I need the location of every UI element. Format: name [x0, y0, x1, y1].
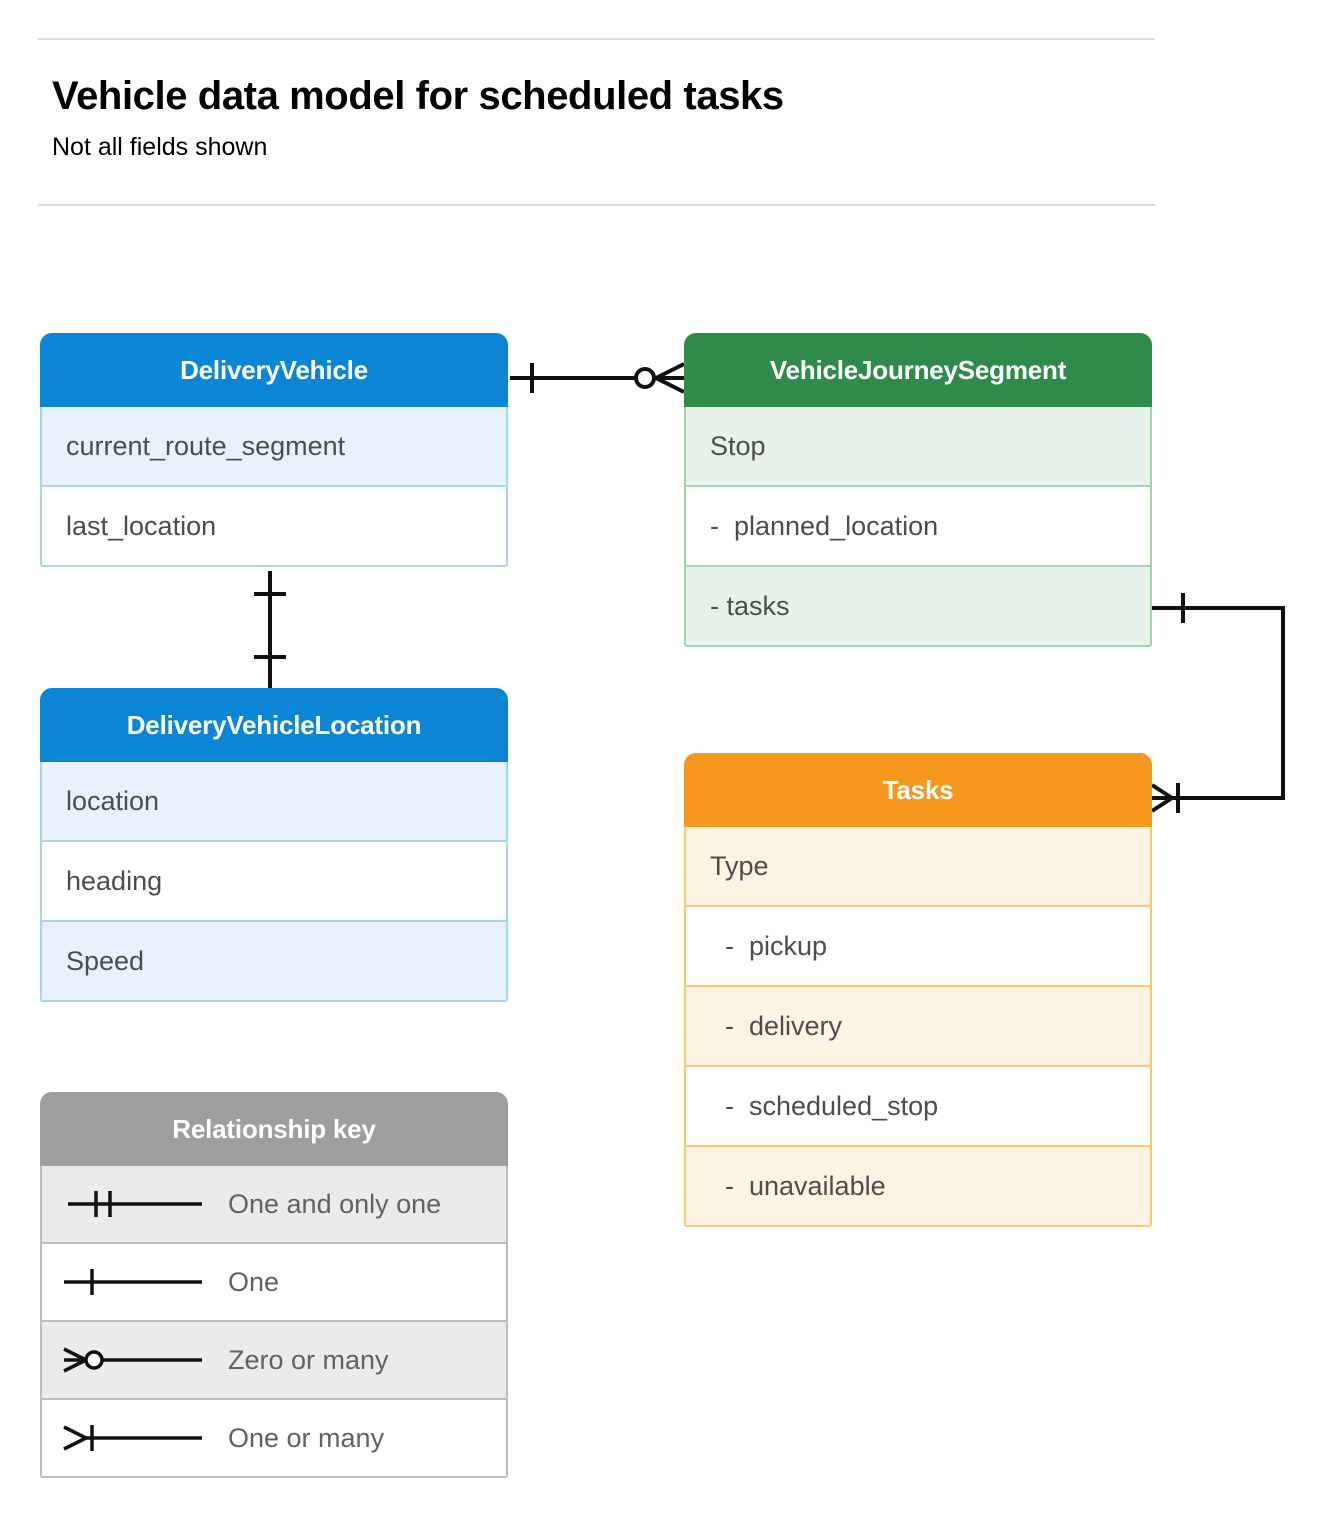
relationship-key-title: Relationship key — [40, 1092, 508, 1166]
entity-delivery-vehicle-fields: current_route_segment last_location — [40, 407, 508, 567]
field-row[interactable]: Speed — [40, 922, 508, 1002]
entity-tasks-title: Tasks — [684, 753, 1152, 827]
field-row[interactable]: - unavailable — [684, 1147, 1152, 1227]
entity-delivery-vehicle-location-title: DeliveryVehicleLocation — [40, 688, 508, 762]
field-row[interactable]: - planned_location — [684, 487, 1152, 567]
connector-vehicle-to-journey-segment — [510, 362, 685, 394]
entity-delivery-vehicle-location[interactable]: DeliveryVehicleLocation location heading… — [40, 688, 508, 1002]
field-row[interactable]: last_location — [40, 487, 508, 567]
one-icon — [64, 1269, 202, 1295]
legend-label: One or many — [228, 1422, 385, 1453]
legend-item-one-or-many: One or many — [40, 1400, 508, 1478]
entity-vehicle-journey-segment[interactable]: VehicleJourneySegment Stop - planned_loc… — [684, 333, 1152, 647]
entity-vehicle-journey-segment-fields: Stop - planned_location - tasks — [684, 407, 1152, 647]
zero-or-many-icon — [63, 1347, 202, 1373]
field-row[interactable]: - scheduled_stop — [684, 1067, 1152, 1147]
legend-label: Zero or many — [228, 1344, 389, 1375]
entity-delivery-vehicle-location-fields: location heading Speed — [40, 762, 508, 1002]
entity-tasks[interactable]: Tasks Type - pickup - delivery - schedul… — [684, 753, 1152, 1227]
connector-vehicle-to-location — [254, 571, 286, 688]
field-row[interactable]: location — [40, 762, 508, 842]
legend-item-one-and-only-one: One and only one — [40, 1166, 508, 1244]
field-row[interactable]: Stop — [684, 407, 1152, 487]
field-row[interactable]: current_route_segment — [40, 407, 508, 487]
header-divider-top — [38, 38, 1155, 40]
entity-delivery-vehicle-title: DeliveryVehicle — [40, 333, 508, 407]
page-subtitle: Not all fields shown — [52, 133, 268, 161]
field-row[interactable]: - pickup — [684, 907, 1152, 987]
field-row[interactable]: heading — [40, 842, 508, 922]
legend-label: One and only one — [228, 1188, 442, 1219]
entity-vehicle-journey-segment-title: VehicleJourneySegment — [684, 333, 1152, 407]
legend-item-zero-or-many: Zero or many — [40, 1322, 508, 1400]
page-title: Vehicle data model for scheduled tasks — [52, 74, 784, 118]
entity-delivery-vehicle[interactable]: DeliveryVehicle current_route_segment la… — [40, 333, 508, 567]
legend-label: One — [228, 1266, 280, 1297]
legend-item-one: One — [40, 1244, 508, 1322]
one-and-only-one-icon — [68, 1191, 202, 1217]
entity-tasks-fields: Type - pickup - delivery - scheduled_sto… — [684, 827, 1152, 1227]
field-row[interactable]: - delivery — [684, 987, 1152, 1067]
connector-journey-segment-to-tasks — [1150, 593, 1285, 813]
relationship-key-legend: Relationship key One and only one One — [40, 1092, 508, 1478]
field-row[interactable]: Type — [684, 827, 1152, 907]
one-or-many-icon — [63, 1425, 202, 1451]
field-row[interactable]: - tasks — [684, 567, 1152, 647]
header-divider-bottom — [38, 204, 1155, 206]
